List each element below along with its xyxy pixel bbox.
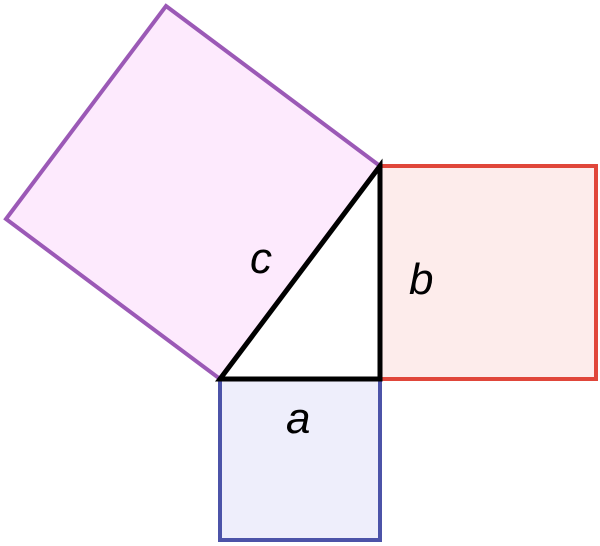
label-c: c <box>250 234 272 283</box>
right-triangle <box>214 158 383 382</box>
label-a: a <box>286 394 310 443</box>
label-b: b <box>409 255 433 304</box>
